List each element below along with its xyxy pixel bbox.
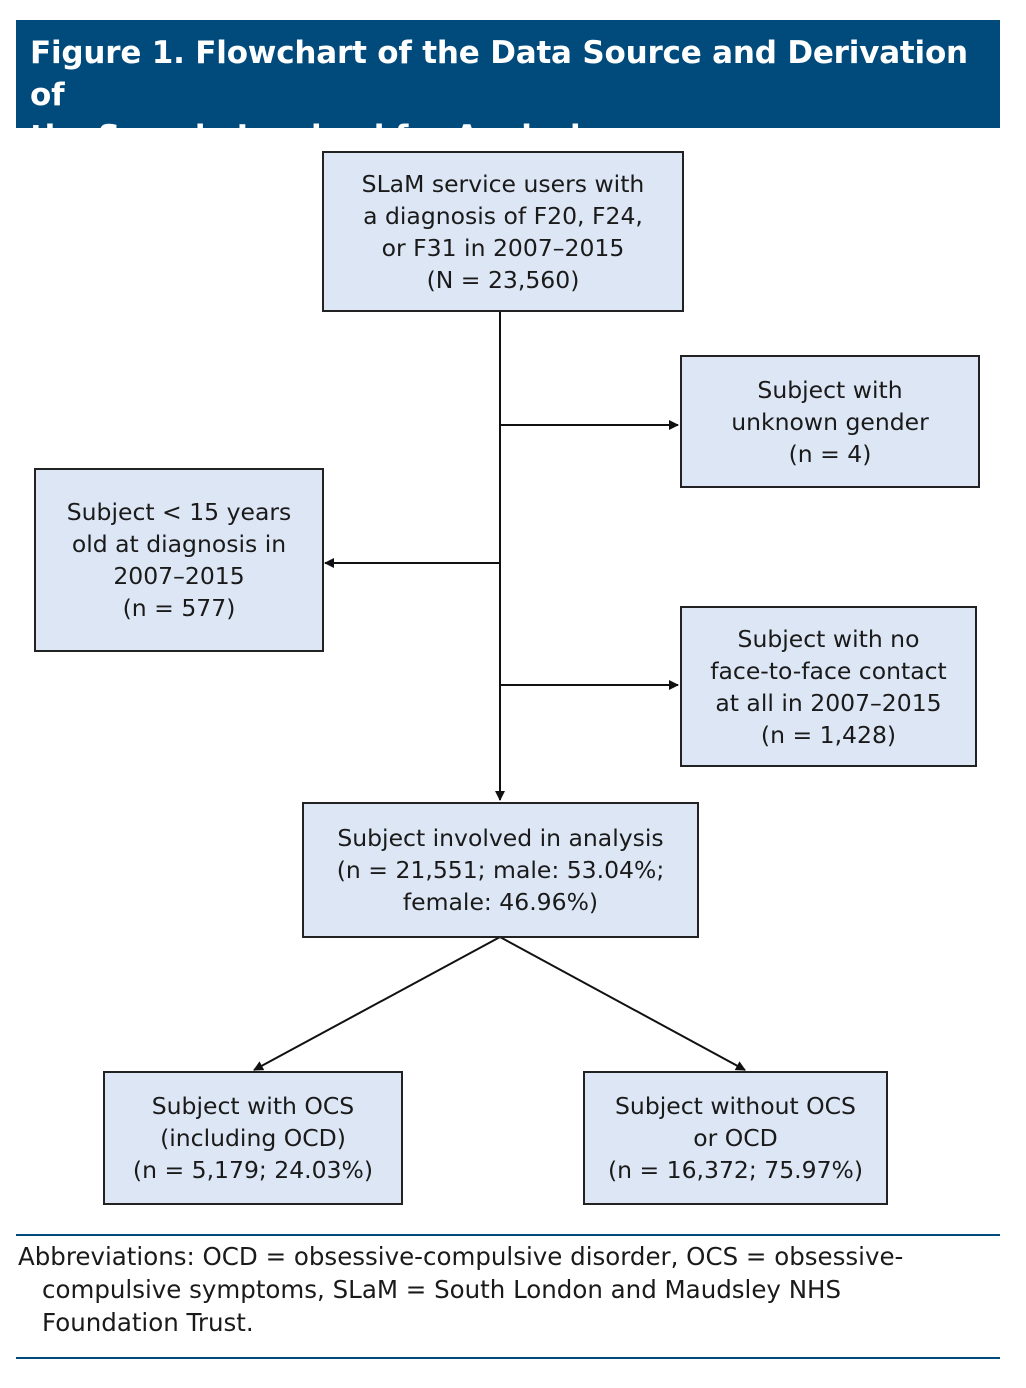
without-ocs-box: Subject without OCS or OCD (n = 16,372; …: [583, 1071, 888, 1205]
with-ocs-box: Subject with OCS (including OCD) (n = 5,…: [103, 1071, 403, 1205]
unknown-gender-text: Subject with unknown gender (n = 4): [731, 375, 929, 468]
abbreviations-footnote: Abbreviations: OCD = obsessive-compulsiv…: [18, 1240, 998, 1339]
no-contact-box: Subject with no face-to-face contact at …: [680, 606, 977, 767]
figure-title-bar: Figure 1. Flowchart of the Data Source a…: [16, 20, 1000, 155]
footnote-bottom-rule: [16, 1357, 1000, 1359]
footnote-line-1: Abbreviations: OCD = obsessive-compulsiv…: [18, 1242, 904, 1271]
with-ocs-text: Subject with OCS (including OCD) (n = 5,…: [132, 1092, 374, 1184]
no-contact-text: Subject with no face-to-face contact at …: [710, 624, 947, 749]
source-population-box: SLaM service users with a diagnosis of F…: [322, 151, 684, 312]
figure-title-line-2: the Sample Involved for Analysis: [30, 119, 599, 155]
split-without-ocs: [499, 936, 746, 1071]
without-ocs-text: Subject without OCS or OCD (n = 16,372; …: [607, 1092, 864, 1184]
source-population-text: SLaM service users with a diagnosis of F…: [361, 169, 645, 294]
under-15-text: Subject < 15 years old at diagnosis in 2…: [66, 498, 292, 622]
unknown-gender-box: Subject with unknown gender (n = 4): [680, 355, 980, 488]
analysis-sample-box: Subject involved in analysis (n = 21,551…: [302, 802, 699, 938]
footnote-top-rule: [16, 1234, 1000, 1236]
under-15-box: Subject < 15 years old at diagnosis in 2…: [34, 468, 324, 652]
footnote-line-2: compulsive symptoms, SLaM = South London…: [42, 1275, 842, 1304]
footnote-line-3: Foundation Trust.: [42, 1308, 254, 1337]
analysis-sample-text: Subject involved in analysis (n = 21,551…: [336, 824, 665, 916]
split-with-ocs: [253, 936, 501, 1071]
figure-title-line-1: Figure 1. Flowchart of the Data Source a…: [30, 35, 968, 113]
